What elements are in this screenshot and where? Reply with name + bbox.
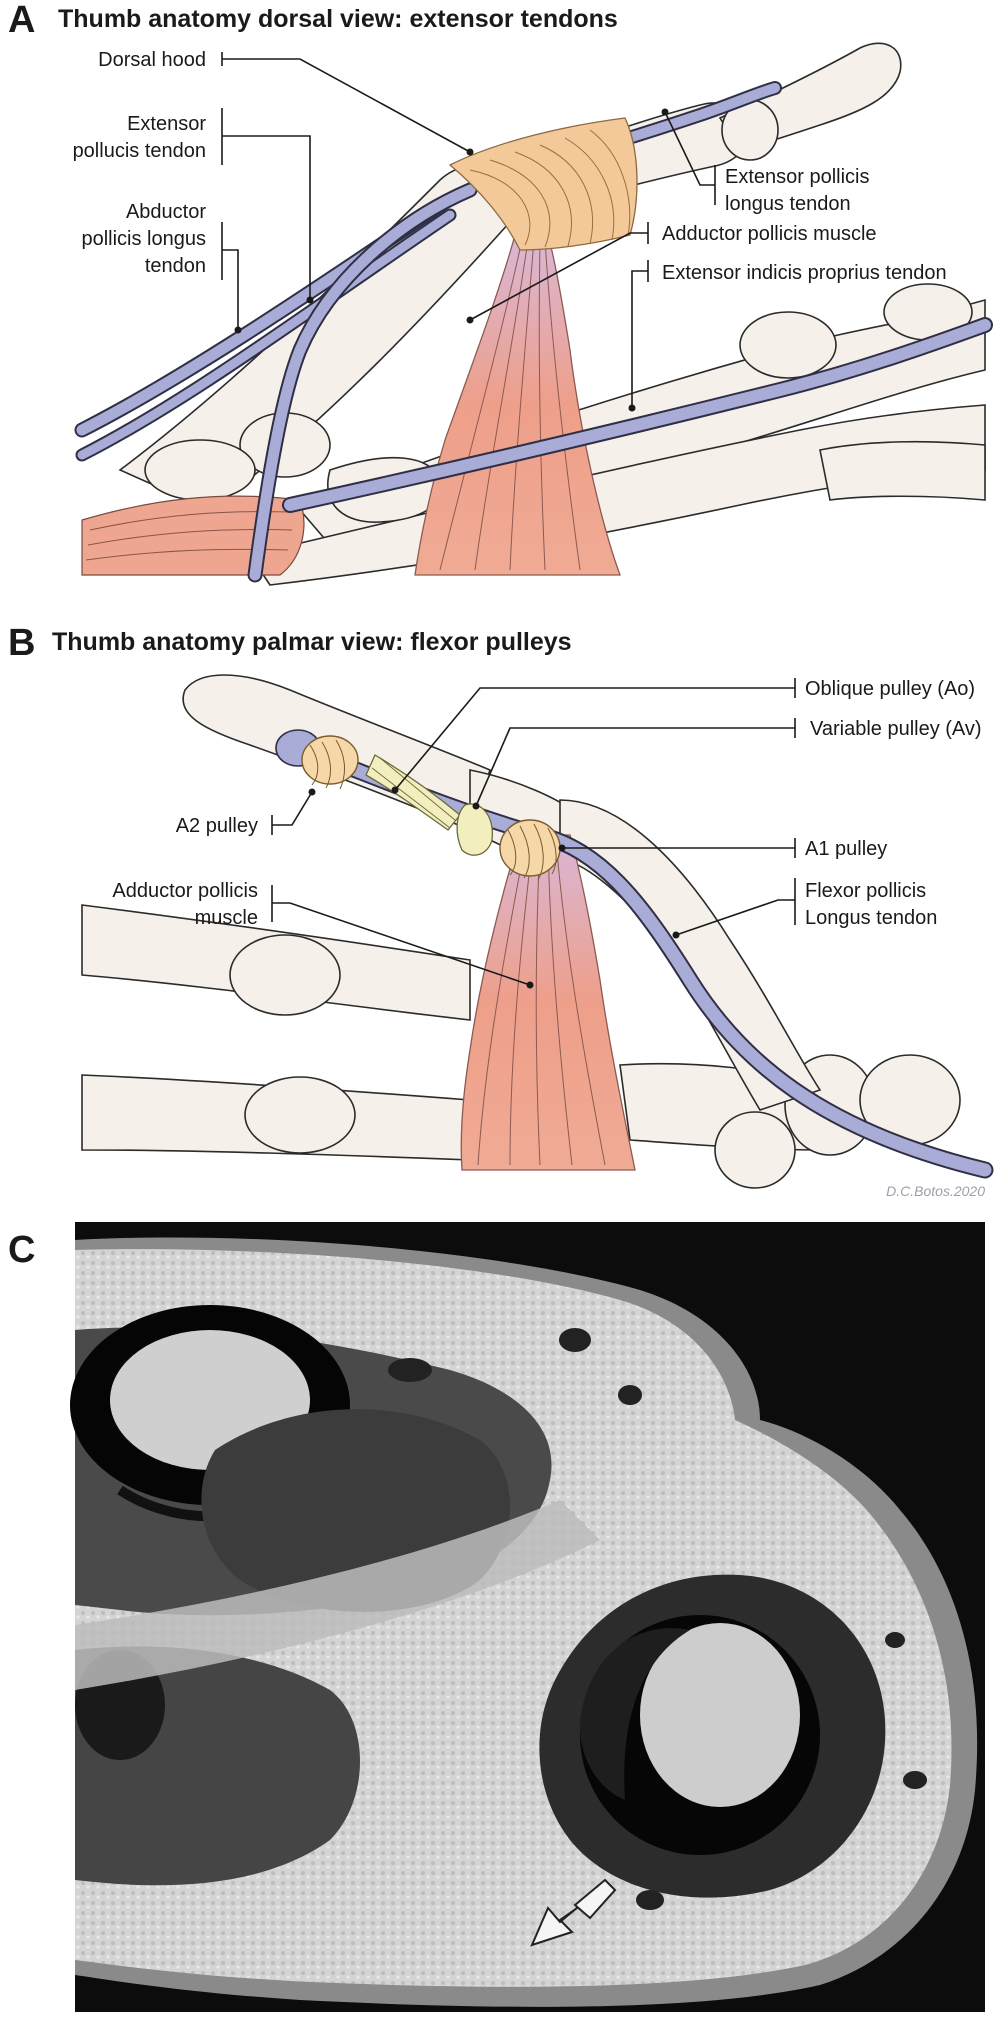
panel-a-leaders [221,52,716,412]
panel-b-illustration: Oblique pulley (Ao) Variable pulley (Av)… [81,674,994,1199]
label-extensor-pollicis-tendon-line2: pollucis tendon [73,140,206,162]
label-variable-pulley: Variable pulley (Av) [810,718,982,740]
panel-a-illustration: Dorsal hood Extensor pollucis tendon Abd… [73,42,993,586]
label-epl-line1: Extensor pollicis [725,166,870,188]
ring-finger-bone [819,440,986,501]
label-extensor-pollicis-tendon-line1: Extensor [127,113,206,135]
label-epl-line2: longus tendon [725,193,851,215]
extensor-indicis-tendon [284,319,991,511]
label-oblique-pulley: Oblique pulley (Ao) [805,678,975,700]
panel-b-letter: B [8,622,35,664]
label-abductor-line2: pollicis longus [81,228,206,250]
label-dorsal-hood: Dorsal hood [98,49,206,71]
adductor-pollicis-muscle-a [414,234,621,576]
panel-b-title: Thumb anatomy palmar view: flexor pulley… [52,628,572,656]
panel-c: C [8,1222,985,2012]
mri-thumb-bone-marrow [640,1623,800,1807]
panel-c-letter: C [8,1229,35,1271]
finger-joint-2 [244,1076,356,1154]
carpal-bone-b3 [714,1111,796,1189]
label-abductor-line3: tendon [145,255,206,277]
mri-vessel-6 [636,1890,664,1910]
dorsal-hood [448,117,638,251]
carpal-bone-2 [144,439,256,501]
index-knuckle-bone [739,311,837,379]
label-extensor-indicis: Extensor indicis proprius tendon [662,262,947,284]
a2-pulley [301,735,359,790]
illustrator-signature: D.C.Botos.2020 [886,1183,985,1199]
mri-vessel-4 [885,1632,905,1648]
label-abductor-line1: Abductor [126,201,206,223]
label-adductor-pollicis-muscle-a: Adductor pollicis muscle [662,223,877,245]
panel-b-leaders [271,678,796,989]
mri-vessel-3 [618,1385,642,1405]
mri-vessel-1 [388,1358,432,1382]
mri-vessel-2 [559,1328,591,1352]
extensor-pollicis-tendon [249,184,476,581]
mri-arrow-shaft [573,1878,617,1920]
panel-a: A Thumb anatomy dorsal view: extensor te… [8,0,993,586]
label-adductor-b-line1: Adductor pollicis [112,880,258,902]
panel-b: B Thumb anatomy palmar view: flexor pull… [8,622,994,1199]
finger-joint-1 [229,934,341,1016]
oblique-pulley [365,754,461,831]
adductor-muscle-fibers-b [477,839,606,1166]
mri-vessel-5 [903,1771,927,1789]
panel-a-title: Thumb anatomy dorsal view: extensor tend… [58,5,618,33]
adductor-muscle-fibers-a [439,239,581,571]
mri-image [70,1222,985,2012]
variable-pulley [456,803,493,856]
label-adductor-b-line2: muscle [195,907,258,929]
mri-fat-band [75,1500,600,1690]
mri-thumb-bone-sesamoid [579,1628,690,1800]
abductor-tendon-2 [77,210,455,460]
label-fpl-line1: Flexor pollicis [805,880,926,902]
label-a2-pulley: A2 pulley [176,815,258,837]
label-fpl-line2: Longus tendon [805,907,937,929]
panel-a-letter: A [8,0,35,41]
dorsal-hood-fibers [469,129,631,248]
label-a1-pulley: A1 pulley [805,838,887,860]
